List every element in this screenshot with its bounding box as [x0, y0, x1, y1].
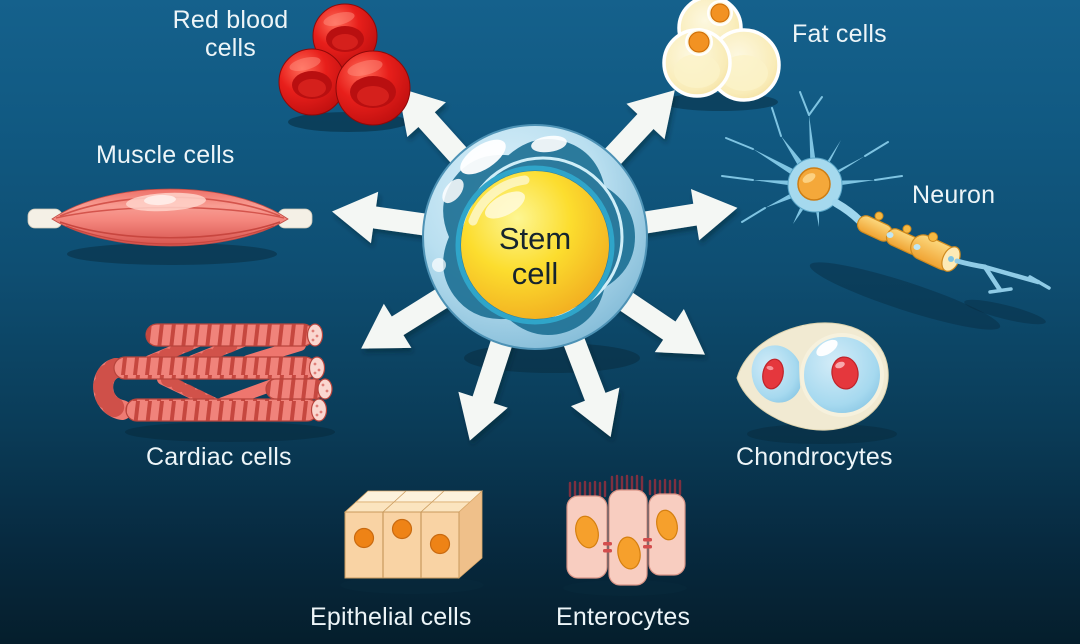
- label-neuron: Neuron: [912, 181, 996, 209]
- epithelial-cells-illustration: [343, 490, 484, 579]
- stem-cell-label-line1: Stem: [498, 221, 572, 256]
- ground-shadows: [67, 93, 1046, 596]
- label-enterocytes: Enterocytes: [556, 603, 691, 631]
- arrow-to-chondrocytes: [611, 286, 705, 355]
- stem-cell-label-line2: cell: [511, 256, 559, 291]
- muscle-cells-illustration: [27, 188, 313, 247]
- label-stem-cell: Stem cell: [455, 221, 615, 291]
- label-muscle-cells: Muscle cells: [96, 141, 235, 169]
- arrow-to-fat-cells: [595, 90, 675, 175]
- red-blood-cells-illustration: [278, 3, 411, 126]
- arrow-to-enterocytes: [560, 329, 620, 437]
- differentiation-arrows: [331, 87, 738, 441]
- arrow-to-cardiac-cells: [361, 283, 457, 349]
- enterocytes-illustration: [566, 474, 686, 586]
- label-epithelial-cells: Epithelial cells: [310, 603, 472, 631]
- fat-cells-illustration: [662, 0, 781, 102]
- label-cardiac-cells: Cardiac cells: [146, 443, 292, 471]
- neuron-illustration: [721, 91, 1051, 294]
- label-fat-cells: Fat cells: [792, 20, 887, 48]
- arrow-to-neuron: [632, 188, 738, 241]
- arrow-to-muscle-cells: [331, 191, 438, 244]
- cardiac-cells-illustration: [93, 323, 333, 422]
- arrow-to-epithelial-cells: [458, 331, 515, 441]
- label-red-blood-cells: Red blood cells: [172, 6, 289, 62]
- arrow-to-red-blood-cells: [397, 87, 477, 174]
- label-chondrocytes: Chondrocytes: [736, 443, 893, 471]
- stem-cell-illustration: [422, 124, 648, 350]
- chondrocytes-illustration: [736, 322, 889, 431]
